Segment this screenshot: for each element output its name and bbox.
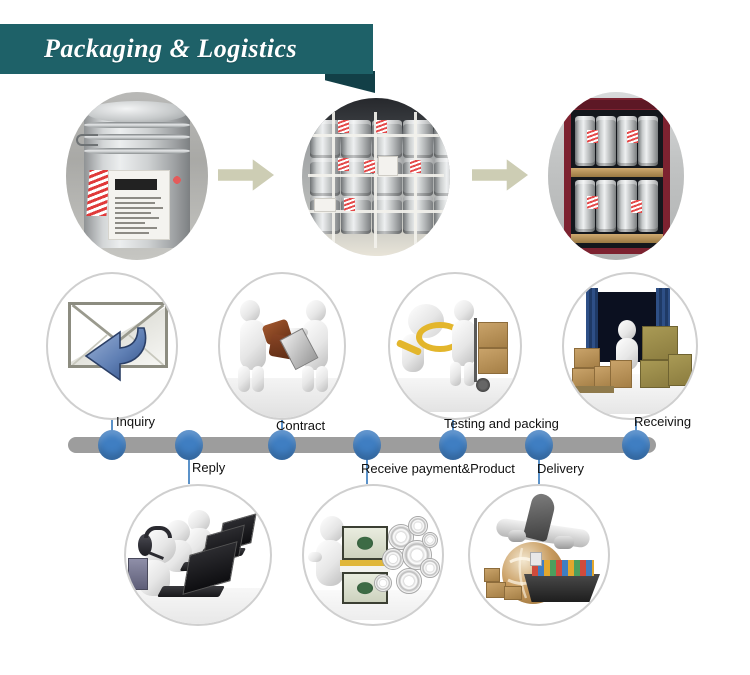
timeline-label-delivery: Delivery <box>537 461 584 476</box>
air-sea-freight-icon <box>470 486 608 624</box>
container-loaded-drums-photo <box>548 92 684 260</box>
timeline-dot-receiving[interactable] <box>622 430 650 460</box>
steel-drum-photo <box>66 92 208 260</box>
timeline-dot-delivery[interactable] <box>525 430 553 460</box>
packaging-photo-row <box>0 92 750 260</box>
timeline-label-reply: Reply <box>192 460 226 475</box>
reply-arrow-icon <box>84 327 147 382</box>
payment-gears-icon <box>304 486 442 624</box>
process-icon-inquiry <box>46 272 178 420</box>
timeline-dot-inquiry[interactable] <box>98 430 126 460</box>
timeline-dot-contract[interactable] <box>268 430 296 460</box>
timeline-label-receiving: Receiving <box>634 414 692 429</box>
process-icon-contract <box>218 272 346 420</box>
timeline-stem-reply <box>188 448 190 484</box>
timeline-dot-testing[interactable] <box>439 430 467 460</box>
container-unload-icon <box>564 274 696 418</box>
banner-ribbon-tail <box>325 71 375 93</box>
flow-arrow-2 <box>472 159 528 191</box>
steel-drum-illustration <box>76 101 190 248</box>
timeline-dot-payment[interactable] <box>353 430 381 460</box>
banner-bar: Packaging & Logistics <box>0 24 373 74</box>
inspection-trolley-icon <box>390 274 520 418</box>
timeline-stem-payment <box>366 448 368 484</box>
process-icon-delivery <box>468 484 610 626</box>
email-reply-icon <box>48 274 176 418</box>
flow-arrow-1 <box>218 159 274 191</box>
header-banner: Packaging & Logistics <box>0 12 750 93</box>
timeline-label-testing-packing: Testing and packing <box>444 416 559 431</box>
timeline-label-contract: Contract <box>276 418 326 433</box>
process-icon-receiving <box>562 272 698 420</box>
process-icon-testing-packing <box>388 272 522 420</box>
timeline-label-receive-payment: Receive payment&Product <box>361 461 515 476</box>
process-icon-receive-payment <box>302 484 444 626</box>
timeline-label-inquiry: Inquiry <box>116 414 156 429</box>
contract-handshake-icon <box>220 274 344 418</box>
call-center-icon <box>126 486 270 624</box>
timeline-dot-reply[interactable] <box>175 430 203 460</box>
page-title: Packaging & Logistics <box>44 34 298 63</box>
process-icon-reply <box>124 484 272 626</box>
palletized-drums-photo <box>302 98 450 256</box>
timeline-stem-delivery <box>538 448 540 484</box>
